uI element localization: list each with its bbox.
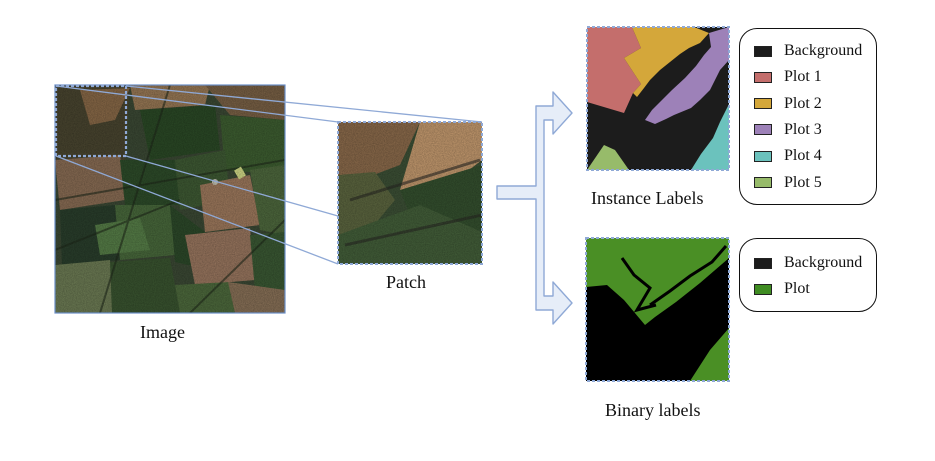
branch-arrow: [496, 91, 573, 325]
legend-label: Plot 5: [784, 173, 822, 191]
legend-swatch: [754, 150, 772, 162]
binary-label-map: [585, 237, 730, 382]
legend-item: Plot: [754, 279, 810, 299]
legend-swatch: [754, 124, 772, 136]
image-caption: Image: [140, 322, 185, 342]
legend-swatch: [754, 283, 772, 295]
legend-item: Plot 3: [754, 120, 822, 140]
legend-swatch: [754, 71, 772, 83]
legend-item: Background: [754, 253, 862, 273]
satellite-image: [55, 85, 285, 313]
legend-swatch: [754, 177, 772, 188]
patch-caption: Patch: [386, 272, 426, 292]
legend-item: Plot 4: [754, 146, 822, 166]
patch-region-highlight: [54, 84, 128, 158]
patch-border: [337, 121, 483, 265]
legend-label: Plot 2: [784, 94, 822, 112]
image-border: [54, 84, 286, 314]
legend-item: Background: [754, 41, 862, 61]
projection-lines: [55, 85, 483, 265]
legend-item: Plot 2: [754, 94, 822, 114]
instance-labels-caption: Instance Labels: [591, 188, 704, 208]
legend-label: Plot: [784, 280, 810, 297]
legend-swatch: [754, 45, 772, 57]
instance-label-map: [586, 26, 730, 171]
legend-label: Plot 4: [784, 147, 822, 165]
legend-swatch: [754, 257, 772, 269]
legend-swatch: [754, 98, 772, 110]
legend-label: Background: [784, 254, 863, 271]
legend-label: Plot 3: [784, 120, 822, 138]
legend-item: Plot 5: [754, 173, 822, 193]
binary-labels-caption: Binary labels: [605, 400, 701, 420]
legend-label: Plot 1: [784, 68, 822, 86]
legend-label: Background: [784, 42, 863, 59]
patch-image: [338, 122, 482, 264]
legend-item: Plot 1: [754, 67, 822, 87]
